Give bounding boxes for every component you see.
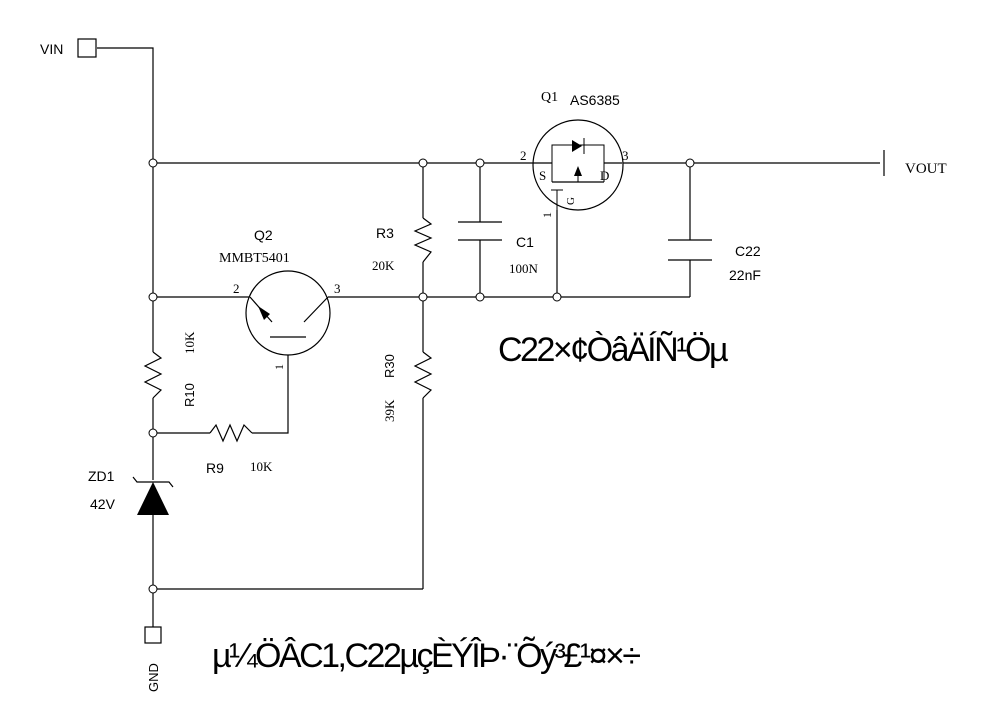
q1-d-label: D: [600, 168, 609, 183]
q2-body: [245, 270, 331, 356]
q1-pin-3: 3: [622, 148, 629, 163]
r10-resistor-symbol: R10 10K: [143, 331, 197, 407]
node: [475, 158, 485, 168]
gnd-label: GND: [146, 663, 161, 692]
junction-nodes: [148, 158, 695, 594]
q2-pin-1: 1: [272, 364, 286, 370]
r3-zigzag: [413, 217, 433, 263]
node: [552, 292, 562, 302]
q2-ref: Q2: [254, 227, 273, 243]
c1-capacitor-symbol: C1 100N: [458, 221, 539, 276]
r9-value: 10K: [250, 459, 273, 474]
zener-bar: [132, 476, 174, 488]
c22-ref: C22: [735, 243, 761, 259]
annotation-c22-note: C22×¢ÒâÄÍÑ¹Öµ: [498, 331, 728, 369]
c22-value: 22nF: [729, 267, 761, 283]
q1-pin-2: 2: [520, 148, 527, 163]
zd1-zener-symbol: ZD1 42V: [88, 468, 174, 515]
annotation-capacitor-note: µ¼ÖÂC1,C22µçÈÝÎÞ·¨Õý³£¹¤×÷: [212, 637, 640, 675]
c1-value: 100N: [509, 261, 539, 276]
r9-resistor-symbol: R9 10K: [206, 423, 273, 476]
zd1-ref: ZD1: [88, 468, 115, 484]
r3-resistor-symbol: R3 20K: [372, 217, 433, 273]
node: [685, 158, 695, 168]
q1-part: AS6385: [570, 92, 620, 108]
q1-s-label: S: [539, 168, 546, 183]
q2-part: MMBT5401: [219, 251, 290, 266]
q1-body-diode-icon: [572, 140, 582, 152]
q2-pin-2: 2: [233, 281, 240, 296]
q1-arrow-icon: [574, 166, 582, 176]
r10-value: 10K: [182, 331, 197, 354]
q2-arrow-icon: [258, 306, 270, 320]
node: [148, 158, 158, 168]
q2-transistor-symbol: 2 3 1 Q2 MMBT5401: [219, 227, 341, 370]
vout-label: VOUT: [905, 161, 947, 177]
r9-ref: R9: [206, 460, 224, 476]
node: [418, 292, 428, 302]
node: [148, 292, 158, 302]
wire-vin: [97, 47, 154, 163]
r30-value: 39K: [382, 399, 397, 422]
r10-zigzag: [143, 351, 163, 399]
node: [148, 428, 158, 438]
zd1-value: 42V: [90, 496, 116, 512]
q1-body: [532, 119, 624, 211]
r30-resistor-symbol: R30 39K: [382, 351, 433, 422]
r3-ref: R3: [376, 225, 394, 241]
vin-terminal: [77, 38, 97, 58]
r30-ref: R30: [382, 354, 397, 378]
q1-g-label: G: [565, 197, 577, 205]
port-gnd: GND: [144, 626, 162, 692]
wire-q2-base: [252, 337, 289, 434]
r3-value: 20K: [372, 258, 395, 273]
gnd-terminal: [144, 626, 162, 644]
vin-label: VIN: [40, 41, 63, 57]
wires: [97, 47, 885, 627]
r10-ref: R10: [182, 383, 197, 407]
q1-pin-1: 1: [540, 212, 554, 218]
c1-ref: C1: [516, 234, 534, 250]
node: [148, 584, 158, 594]
r30-zigzag: [413, 351, 433, 399]
node: [475, 292, 485, 302]
q1-mosfet-symbol: S D G 2 3 1 Q1 AS6385: [520, 90, 629, 218]
node: [418, 158, 428, 168]
port-vin: VIN: [40, 38, 97, 58]
q2-pin-3: 3: [334, 281, 341, 296]
q1-ref: Q1: [541, 90, 558, 105]
c22-capacitor-symbol: C22 22nF: [668, 239, 761, 283]
zener-diode-icon: [137, 482, 169, 515]
r9-zigzag: [209, 423, 253, 443]
